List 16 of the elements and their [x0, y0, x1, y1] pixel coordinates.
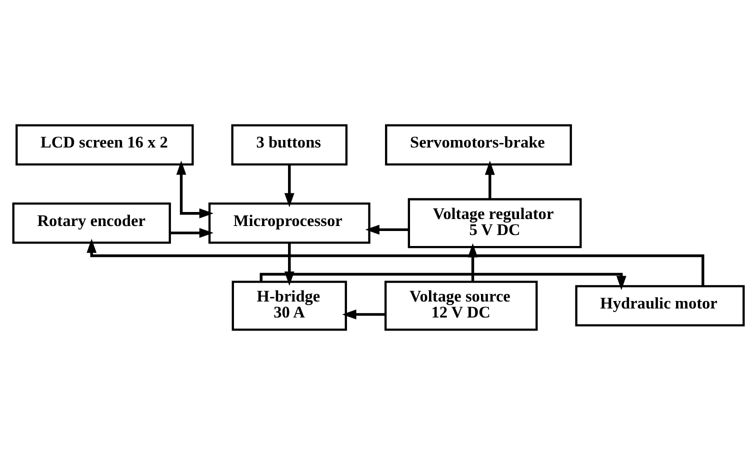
- node-box: Microprocessor: [208, 202, 370, 244]
- node-box: 3 buttons: [230, 124, 348, 166]
- node-box: LCD screen 16 x 2: [15, 124, 194, 166]
- arrow: [284, 164, 294, 208]
- node-box: Rotary encoder: [12, 202, 170, 244]
- arrow: [364, 224, 408, 235]
- node-box: Voltage source 12 V DC: [384, 280, 538, 331]
- node-box: Servomotors-brake: [384, 124, 572, 166]
- arrow: [467, 243, 478, 282]
- arrow: [170, 228, 214, 238]
- arrow: [342, 309, 385, 320]
- arrow: [484, 160, 494, 199]
- node-box: H-bridge 30 A: [231, 280, 346, 331]
- arrow: [176, 160, 213, 218]
- node-box: Voltage regulator 5 V DC: [407, 198, 582, 248]
- node-box: Hydraulic motor: [574, 285, 744, 326]
